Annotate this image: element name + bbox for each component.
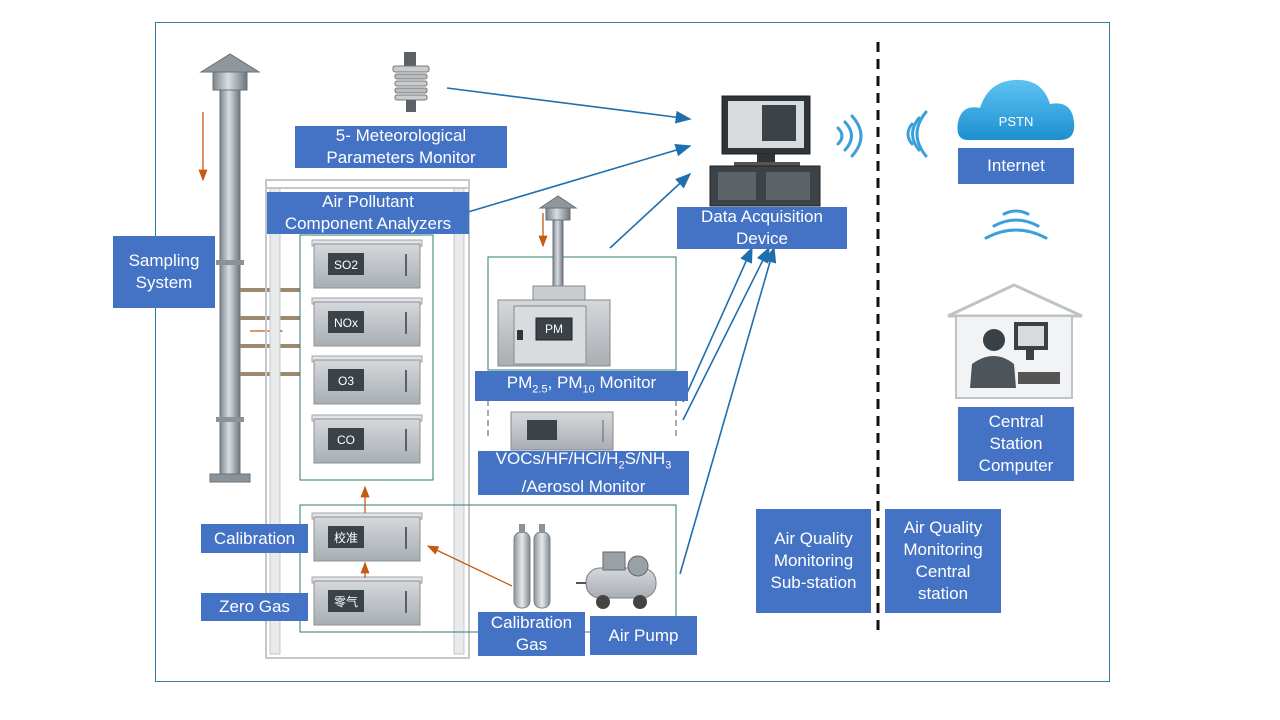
calibrator-unit-label: 校准 [334,530,358,545]
data-link-arrows [446,87,777,575]
analyzer-unit-nox: NOx [311,297,423,347]
central-station-house-icon [947,283,1083,399]
air-pump-icon [576,551,657,609]
analyzer-unit-o3-label: O3 [338,374,354,388]
pm-monitor-label: PM2.5, PM10 Monitor [475,371,688,401]
data-acquisition-computer-icon [709,95,821,207]
wireless-signal-icon [836,110,1048,240]
pm-monitor-icon [497,195,611,367]
calibration-label: Calibration [201,524,308,553]
analyzer-unit-co-label: CO [337,433,355,447]
internet-label: Internet [958,148,1074,184]
air-pump-label: Air Pump [590,616,697,655]
analyzer-unit-so2-label: SO2 [334,258,358,272]
cabinet-rack [265,179,470,659]
analyzer-group-box [299,234,434,481]
gas-cylinders-icon [513,524,551,609]
meteorological-sensor-icon [392,52,430,112]
zero-gas-label: Zero Gas [201,593,308,621]
analyzer-unit-o3: O3 [311,355,423,405]
pm-unit-label: PM [545,322,563,336]
pm-group-box [487,256,677,371]
calibrator-unit: 校准 [311,512,423,562]
zero-gas-unit: 零气 [311,576,423,626]
sampling-pipe [199,53,300,483]
analyzer-unit-nox-label: NOx [334,316,358,330]
zero-gas-unit-label: 零气 [334,594,358,609]
analyzer-unit-so2: SO2 [311,239,423,289]
gas-to-calib-arrow [426,545,513,587]
pstn-cloud-icon [957,79,1075,140]
pstn-cloud-label: PSTN [999,114,1034,129]
analyzer-unit-co: CO [311,414,423,464]
outer-frame [155,22,1110,682]
vocs-dashed-box [487,400,677,440]
vocs-monitor-icon [510,411,614,451]
vocs-monitor-label: VOCs/HF/HCl/H2S/NH3 /Aerosol Monitor [478,449,689,496]
